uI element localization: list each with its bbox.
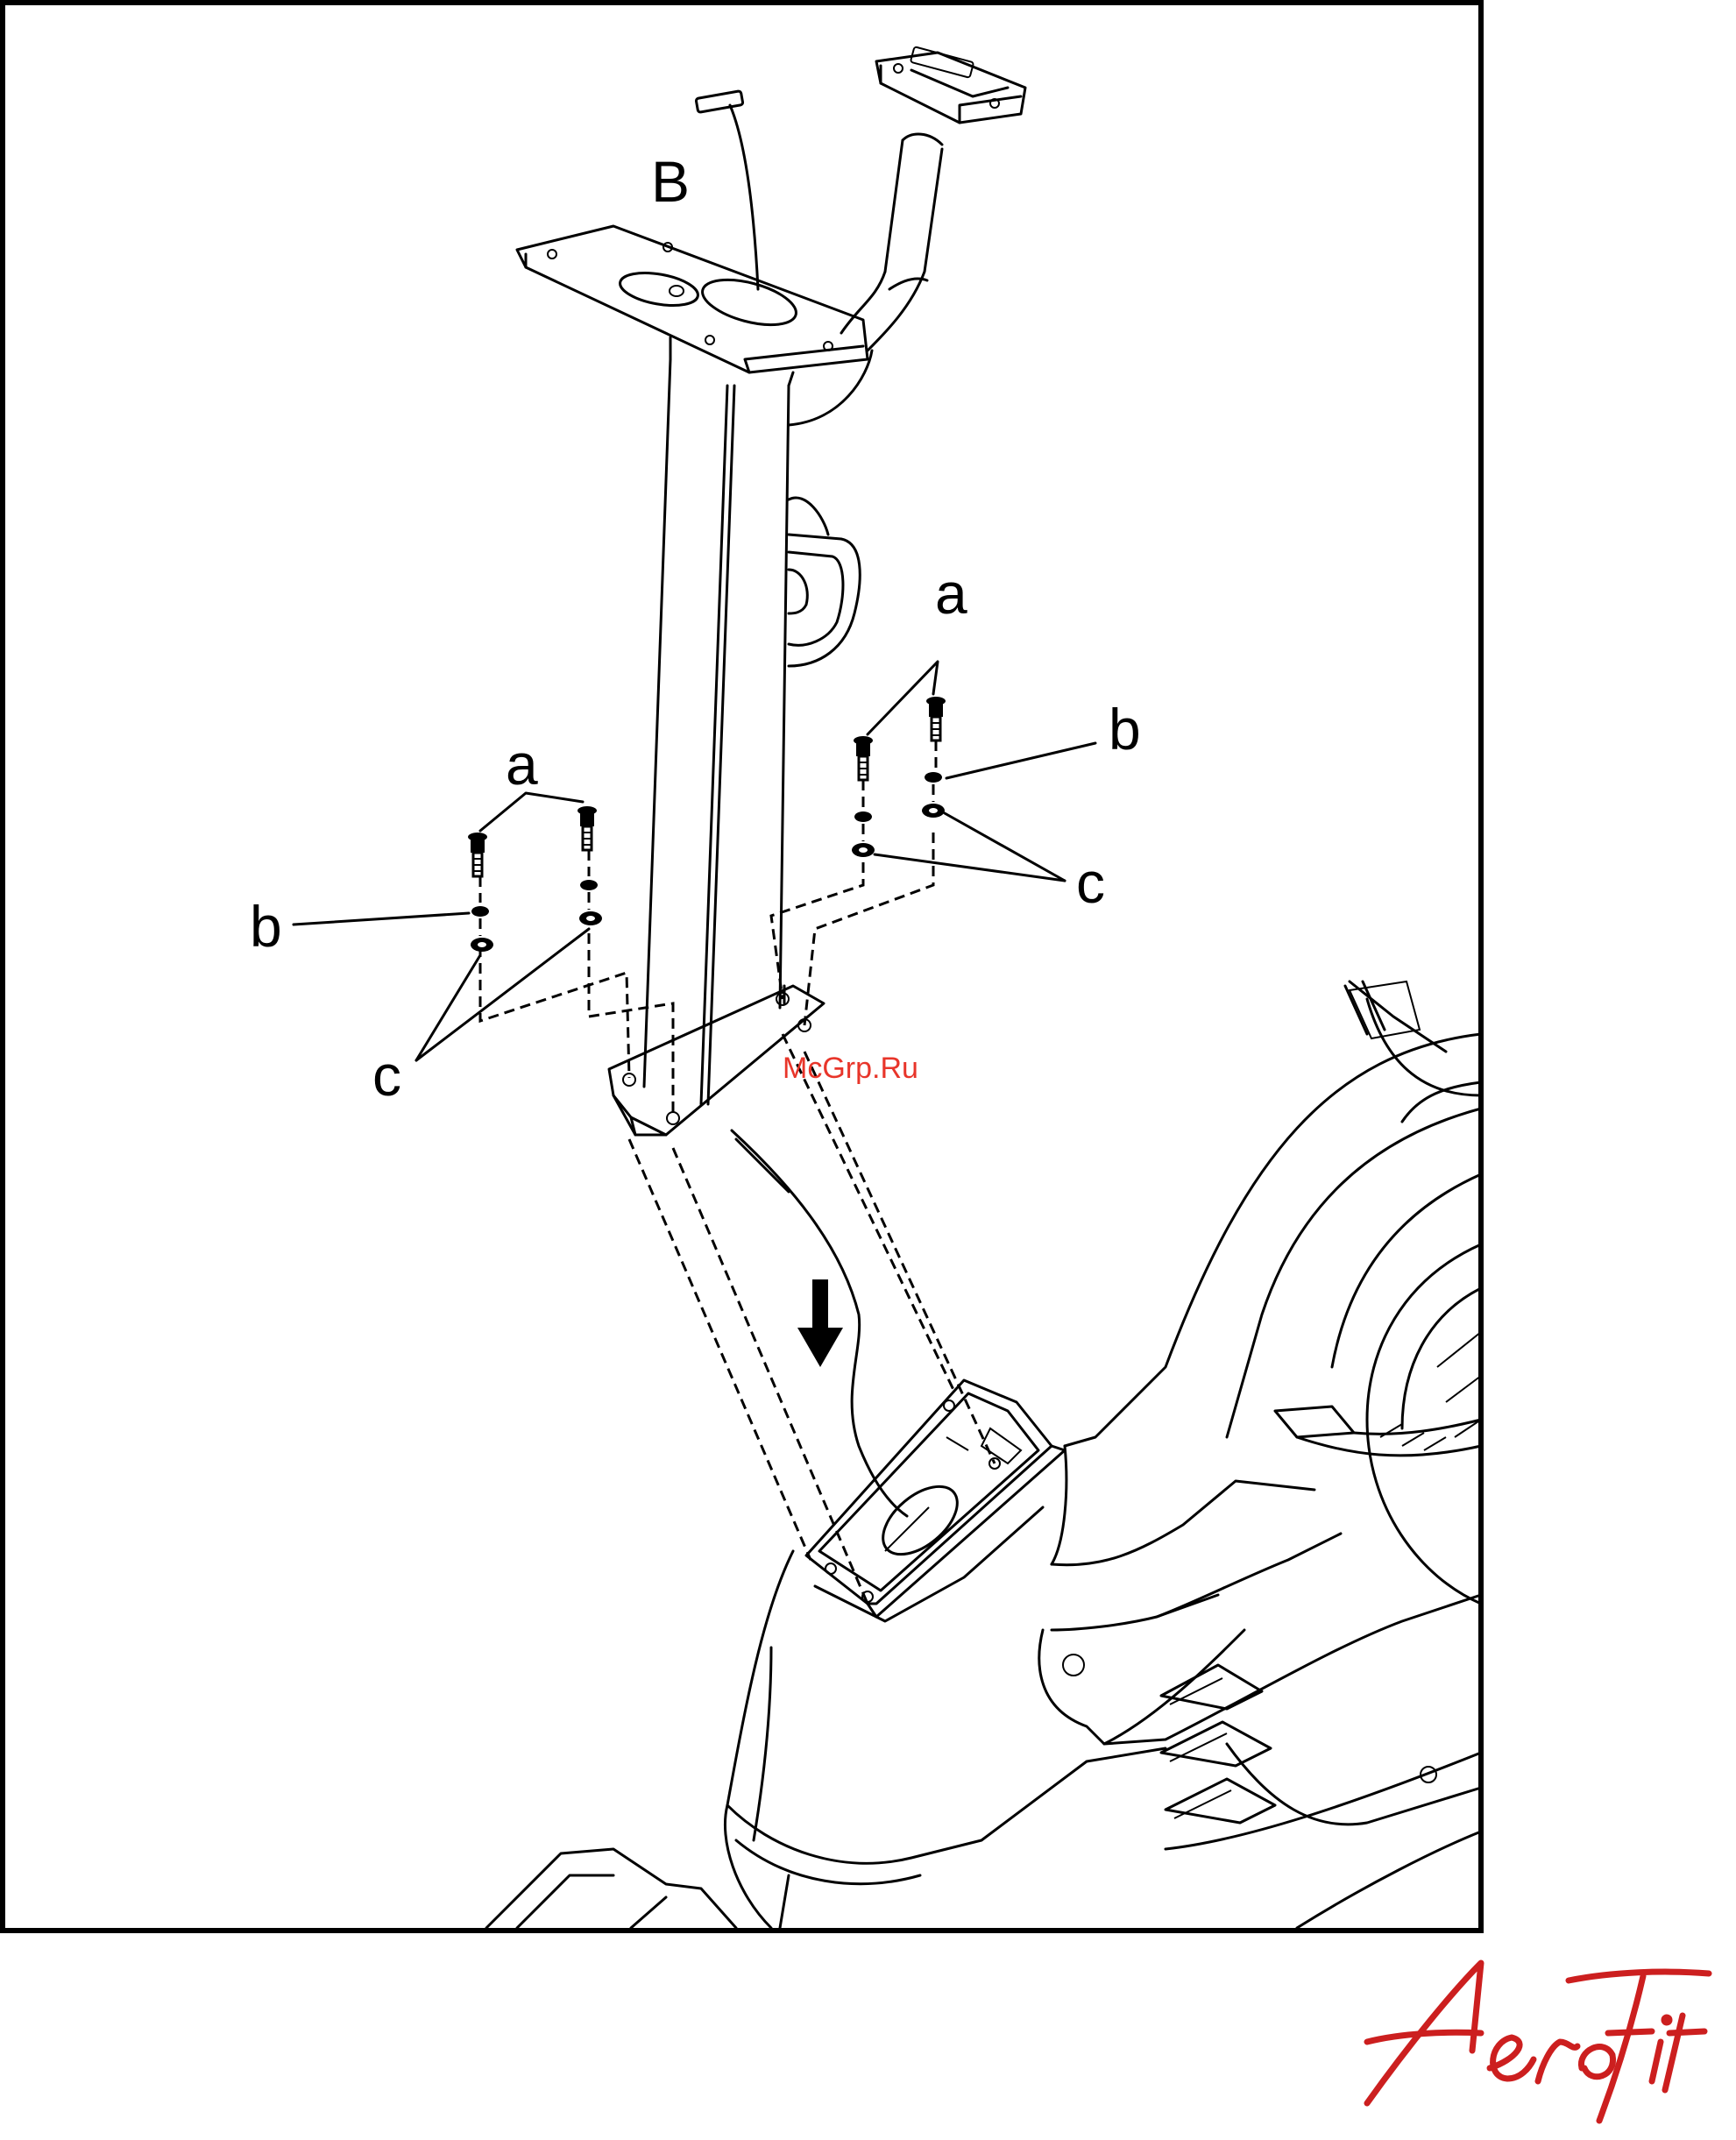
label-lockwasher-left: c [372, 1043, 401, 1108]
left-bolt-set [468, 806, 602, 952]
label-washer-left: b [250, 894, 282, 959]
watermark: McGrp.Ru [783, 1052, 918, 1085]
washer-right-2 [925, 772, 942, 783]
bolt-left-2 [577, 806, 597, 850]
washer-left-2 [580, 880, 598, 890]
label-washer-right: b [1109, 697, 1141, 762]
leader-lines [294, 662, 1095, 1060]
cable [696, 91, 907, 1516]
washer-right-1 [854, 811, 872, 822]
alignment-lines [480, 833, 995, 1604]
frame-socket [806, 1380, 1065, 1617]
bike-frame [486, 981, 1481, 1928]
label-lockwasher-right: c [1076, 850, 1105, 915]
washer-left-1 [471, 906, 489, 917]
brand-logo [1367, 1963, 1709, 2121]
bolt-right-2 [926, 697, 946, 740]
down-arrow-icon [797, 1279, 843, 1367]
label-bolt-left: a [506, 732, 538, 797]
right-bolt-set [852, 697, 946, 857]
label-bolt-right: a [935, 561, 967, 626]
bolt-left-1 [468, 833, 487, 876]
diagram-border [3, 3, 1481, 1931]
bolt-right-1 [854, 736, 873, 780]
label-cable-b: B [651, 149, 690, 214]
